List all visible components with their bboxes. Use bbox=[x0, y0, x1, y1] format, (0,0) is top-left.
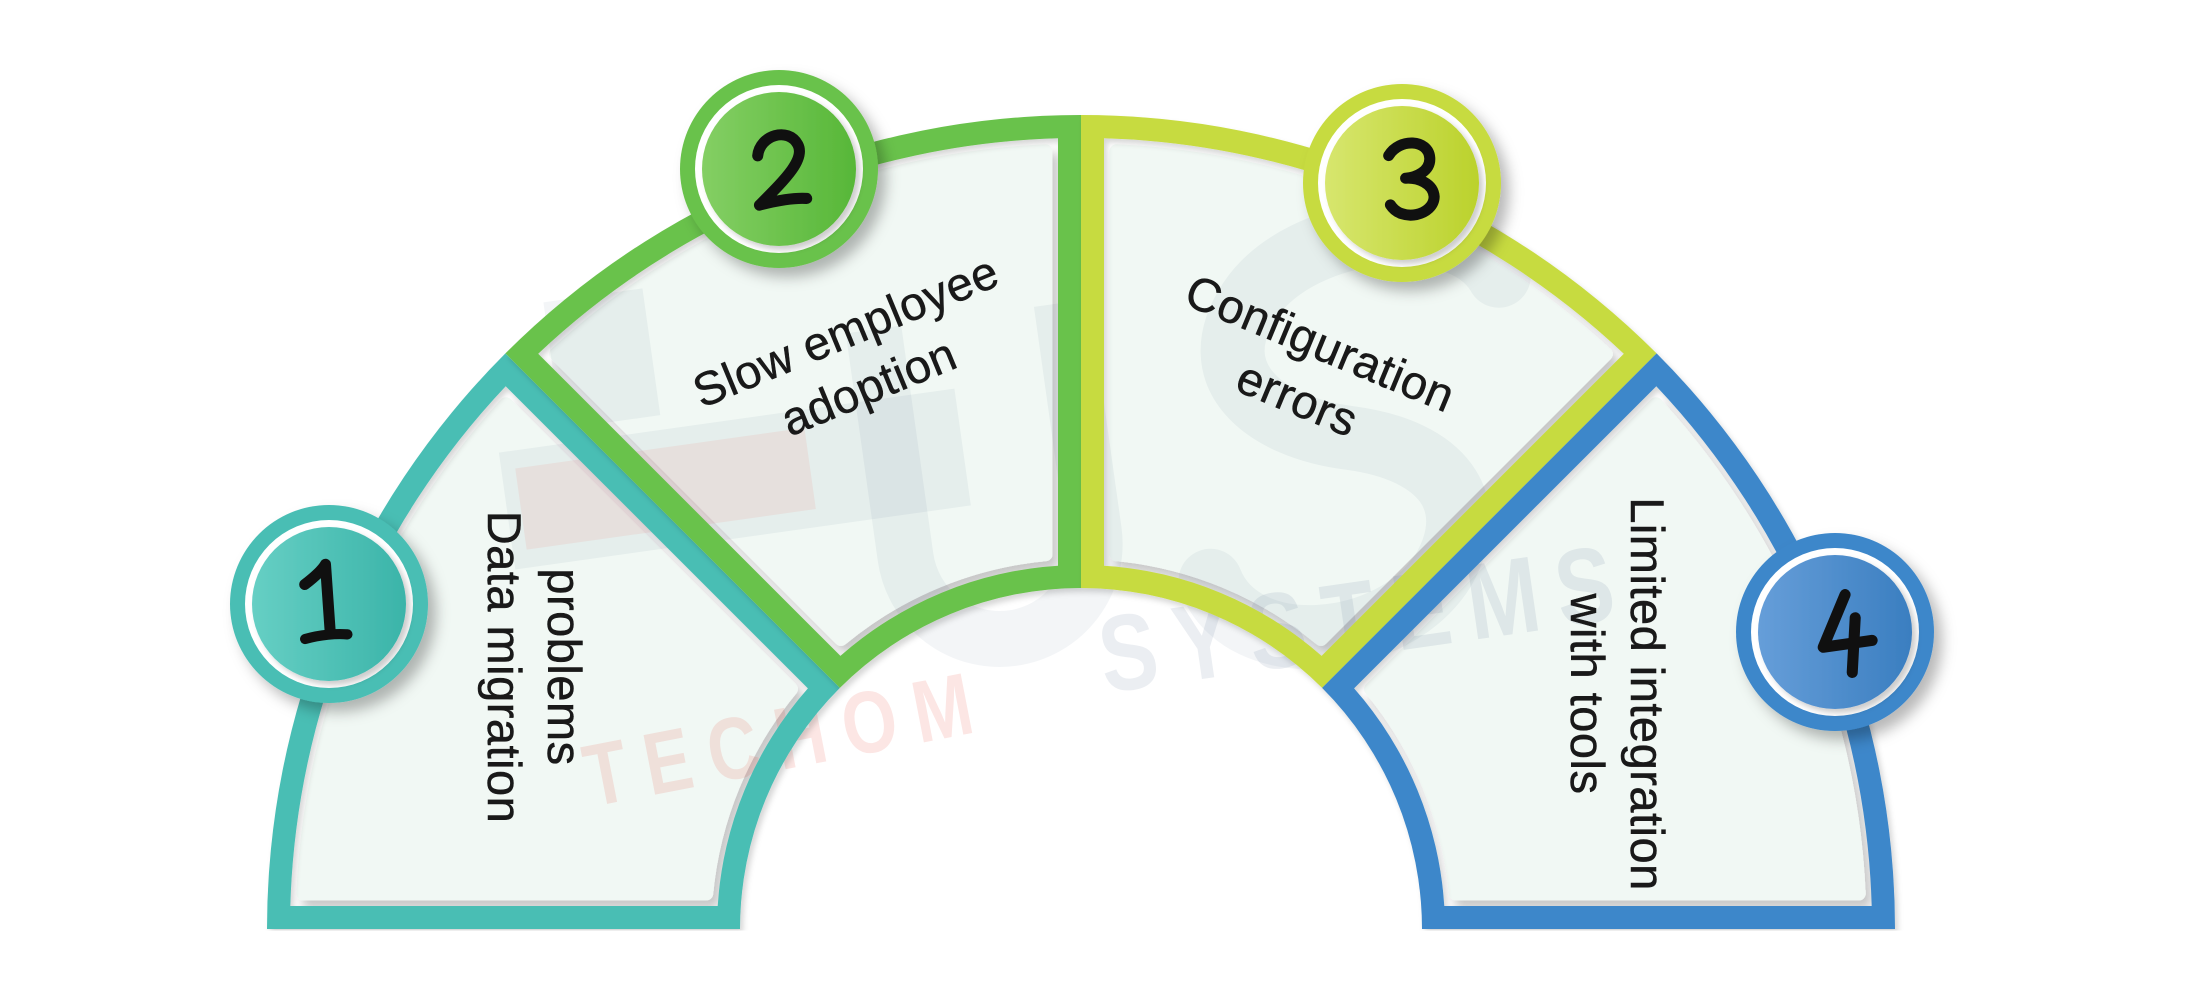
svg-text:problems: problems bbox=[538, 568, 591, 765]
svg-text:Limited integration: Limited integration bbox=[1621, 497, 1674, 891]
svg-text:Data migration: Data migration bbox=[478, 511, 531, 824]
svg-text:with tools: with tools bbox=[1561, 593, 1614, 795]
